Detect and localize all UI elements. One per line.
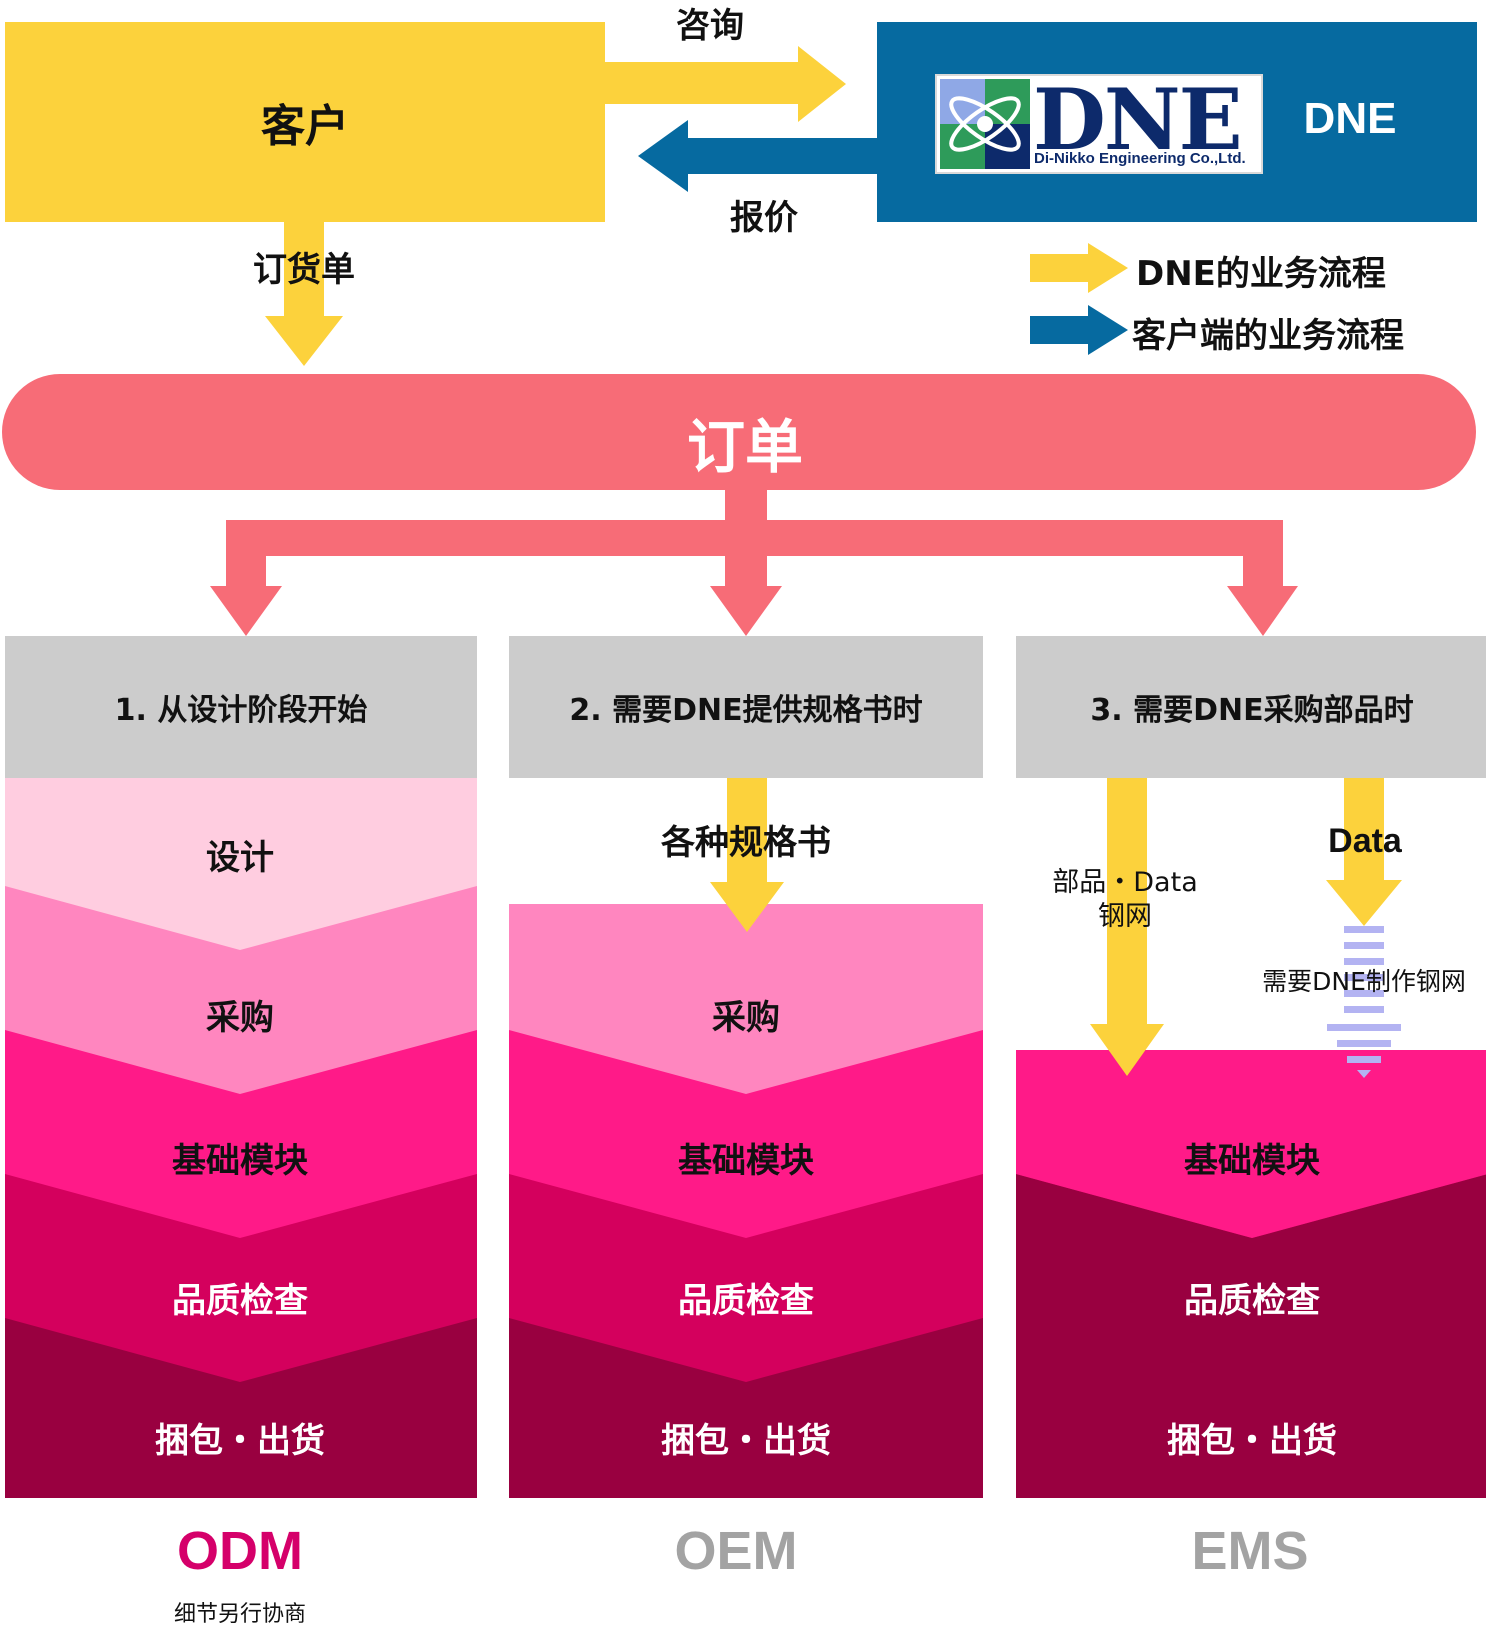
ems-label: EMS bbox=[1191, 1521, 1309, 1581]
col3-header-bg bbox=[1016, 636, 1486, 778]
legend-item-dne: DNE的业务流程 bbox=[1136, 254, 1386, 294]
splitter-arrow-3 bbox=[1227, 556, 1298, 636]
order-label: 订单 bbox=[686, 413, 803, 481]
order-bar bbox=[2, 374, 1476, 490]
inquiry-arrow bbox=[605, 46, 846, 122]
quote-arrow bbox=[638, 120, 877, 192]
dne-logo: DNE Di-Nikko Engineering Co.,Ltd. bbox=[935, 70, 1263, 174]
legend-yellow-arrow bbox=[1030, 243, 1128, 293]
col3-input-right: Data bbox=[1328, 822, 1402, 860]
spec-arrow bbox=[710, 778, 784, 932]
atom-icon bbox=[940, 79, 1030, 169]
col3-step-base-module: 基础模块 bbox=[1184, 1141, 1320, 1181]
col2-step-quality: 品质检查 bbox=[678, 1281, 814, 1321]
splitter-arrow-1 bbox=[210, 556, 282, 636]
col3-step-quality: 品质检查 bbox=[1184, 1281, 1320, 1321]
col3-step-shipping: 捆包・出货 bbox=[1167, 1421, 1337, 1461]
purchase-order-label: 订货单 bbox=[253, 250, 355, 290]
odm-label: ODM bbox=[177, 1521, 303, 1581]
col1-step-base-module: 基础模块 bbox=[172, 1141, 308, 1181]
odm-footnote: 细节另行协商 bbox=[173, 1602, 306, 1627]
splitter-stem bbox=[725, 490, 767, 520]
col2-step-procurement: 采购 bbox=[712, 998, 780, 1038]
col1-step-quality: 品质检查 bbox=[172, 1281, 308, 1321]
col1-header-bg bbox=[5, 636, 477, 778]
col3-step1-bg bbox=[1016, 1050, 1486, 1238]
parts-data-arrow bbox=[1090, 778, 1164, 1076]
col1-step-shipping: 捆包・出货 bbox=[155, 1421, 325, 1461]
col3-input-right-note: 需要DNE制作钢网 bbox=[1262, 967, 1466, 996]
col3-input-left: 部品・Data 钢网 bbox=[1052, 867, 1198, 932]
col1-step1-bg bbox=[5, 778, 477, 950]
quote-label: 报价 bbox=[730, 198, 798, 238]
col2-header: 2. 需要DNE提供规格书时 bbox=[569, 693, 923, 728]
dne-label: DNE bbox=[1303, 94, 1397, 143]
logo-subtitle: Di-Nikko Engineering Co.,Ltd. bbox=[1034, 150, 1246, 167]
customer-label: 客户 bbox=[261, 101, 349, 152]
inquiry-label: 咨询 bbox=[676, 6, 744, 46]
col1-header: 1. 从设计阶段开始 bbox=[114, 693, 368, 728]
col2-step-base-module: 基础模块 bbox=[678, 1141, 814, 1181]
oem-label: OEM bbox=[674, 1521, 798, 1581]
splitter-arrow-2 bbox=[710, 520, 782, 636]
col1-step-design: 设计 bbox=[206, 838, 274, 878]
logo-text: DNE bbox=[1033, 70, 1243, 169]
legend-item-customer: 客户端的业务流程 bbox=[1132, 316, 1404, 356]
data-arrow bbox=[1326, 778, 1402, 926]
col2-input-label: 各种规格书 bbox=[661, 823, 831, 863]
customer-box bbox=[5, 22, 605, 222]
col2-step-shipping: 捆包・出货 bbox=[661, 1421, 831, 1461]
col3-header: 3. 需要DNE采购部品时 bbox=[1090, 693, 1414, 728]
col2-header-bg bbox=[509, 636, 983, 778]
purchase-order-arrow bbox=[265, 222, 343, 366]
legend-blue-arrow bbox=[1030, 305, 1128, 355]
stencil-arrow bbox=[1327, 926, 1401, 1078]
col1-step-procurement: 采购 bbox=[206, 998, 274, 1038]
col2-step1-bg bbox=[509, 904, 983, 1094]
